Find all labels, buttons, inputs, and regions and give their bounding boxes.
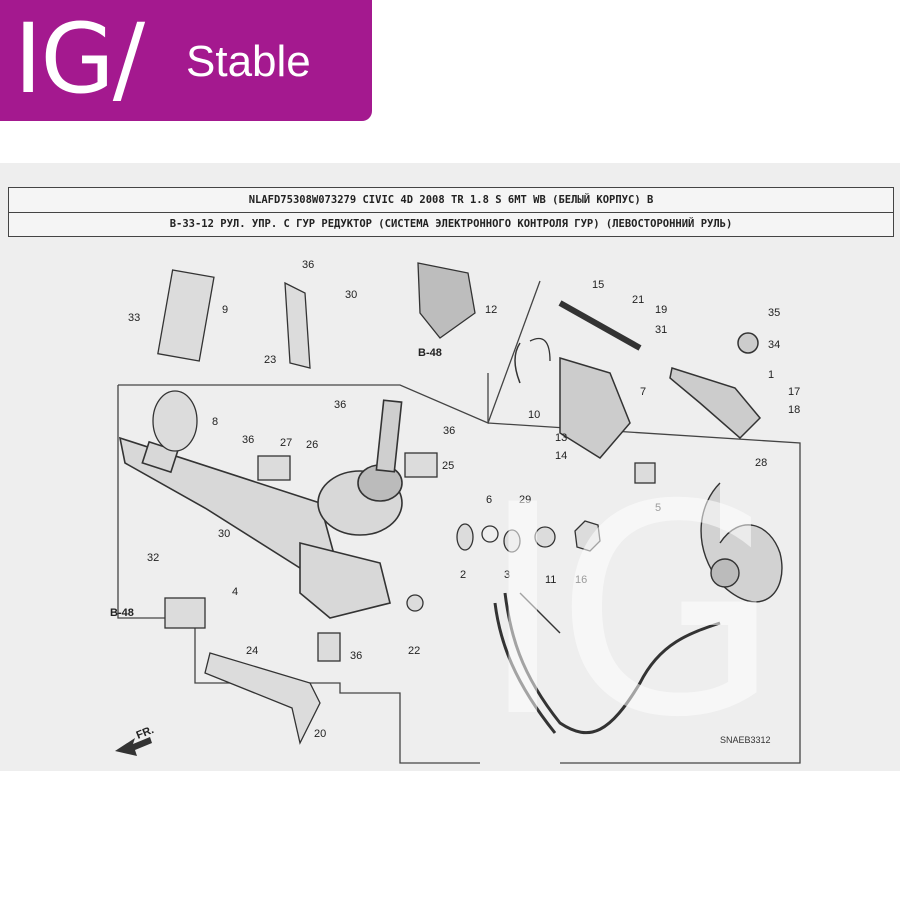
brand-badge: IG/ Stable (0, 0, 372, 121)
frame-line (487, 280, 541, 424)
callout: 30 (345, 289, 357, 301)
callout: 19 (655, 304, 667, 316)
callout: 30 (218, 528, 230, 540)
callout: 26 (306, 439, 318, 451)
callout: 20 (314, 728, 326, 740)
callout: 29 (519, 494, 531, 506)
callout: 27 (280, 437, 292, 449)
frame-line (117, 385, 480, 764)
exploded-parts-diagram: 36 30 12 15 21 19 31 35 34 9 33 23 1 17 … (110, 259, 801, 764)
callout: 9 (222, 304, 228, 316)
callout: 4 (232, 586, 238, 598)
diagram-header: NLAFD75308W073279 CIVIC 4D 2008 TR 1.8 S… (8, 187, 894, 237)
callout: 36 (443, 425, 455, 437)
drawing-code: SNAEB3312 (720, 735, 771, 745)
callout: 14 (555, 450, 567, 462)
callout: 36 (334, 399, 346, 411)
callout: 33 (128, 312, 140, 324)
callout: 22 (408, 645, 420, 657)
callout: 13 (555, 432, 567, 444)
callout: 25 (442, 460, 454, 472)
tie-rod-boot (514, 300, 762, 459)
callout: 15 (592, 279, 604, 291)
callout: 35 (768, 307, 780, 319)
harness-and-motor (493, 482, 783, 734)
assembly-title-line: B-33-12 РУЛ. УПР. С ГУР РЕДУКТОР (СИСТЕМ… (169, 218, 733, 230)
frame-line (118, 373, 489, 424)
callout: 36 (350, 650, 362, 662)
callout: 3 (504, 569, 510, 581)
callout: 18 (788, 404, 800, 416)
callout: 36 (242, 434, 254, 446)
callout: 32 (147, 552, 159, 564)
callout: 12 (485, 304, 497, 316)
parts-diagram-sheet: NLAFD75308W073279 CIVIC 4D 2008 TR 1.8 S… (0, 163, 900, 771)
small-parts (152, 262, 656, 745)
callout: 23 (264, 354, 276, 366)
reference-label: B-48 (110, 607, 134, 619)
callout: 34 (768, 339, 780, 351)
front-arrow-icon (115, 737, 152, 756)
callout: 31 (655, 324, 667, 336)
callout: 2 (460, 569, 466, 581)
callout: 1 (768, 369, 774, 381)
callout: 7 (640, 386, 646, 398)
callout: 36 (302, 259, 314, 271)
reference-label: B-48 (418, 347, 442, 359)
callout-labels: 36 30 12 15 21 19 31 35 34 9 33 23 1 17 … (110, 259, 800, 745)
vehicle-identification-line: NLAFD75308W073279 CIVIC 4D 2008 TR 1.8 S… (9, 188, 893, 213)
callout: 11 (545, 574, 556, 586)
callout: 16 (575, 574, 587, 586)
brand-tagline: Stable (186, 37, 311, 86)
callout: 24 (246, 645, 258, 657)
callout: 6 (486, 494, 492, 506)
callout: 5 (655, 502, 661, 514)
callout: 8 (212, 416, 218, 428)
frame-line (487, 422, 801, 764)
callout: 10 (528, 409, 540, 421)
callout: 21 (632, 294, 644, 306)
callout: 28 (755, 457, 767, 469)
brand-logo: IG/ (14, 3, 145, 115)
callout: 17 (788, 386, 800, 398)
